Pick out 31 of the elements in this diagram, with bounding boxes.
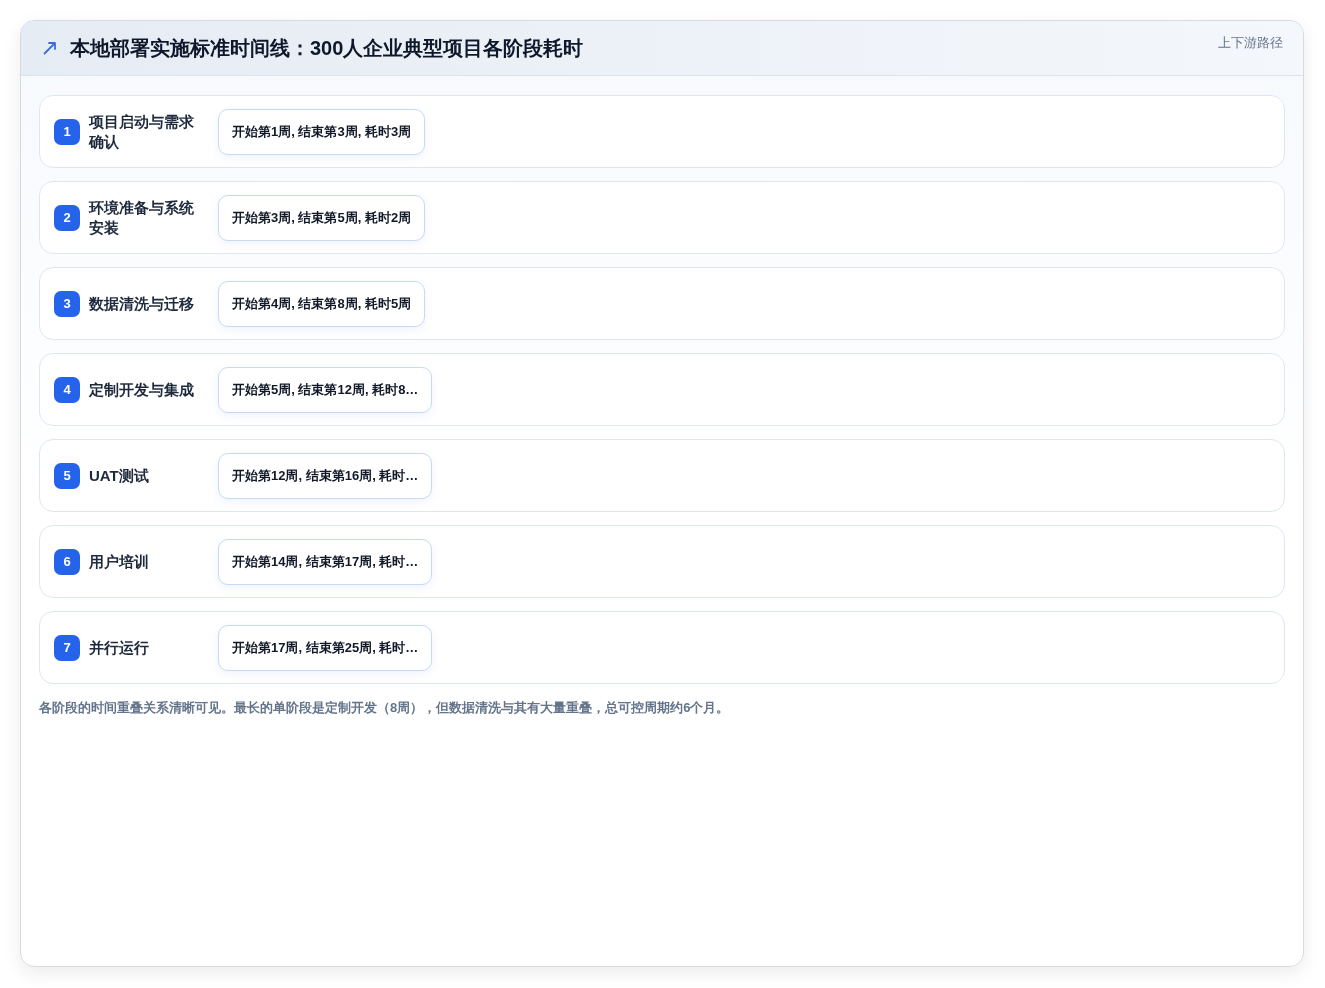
- step-number-badge: 3: [54, 290, 80, 317]
- header-note: 上下游路径: [1218, 36, 1283, 49]
- duration-tag: 开始第5周, 结束第12周, 耗时8…: [218, 366, 433, 413]
- step-number-badge: 2: [54, 204, 80, 231]
- duration-tag: 开始第3周, 结束第5周, 耗时2周: [218, 194, 426, 241]
- phase-row: [39, 353, 1285, 426]
- duration-tag: 开始第14周, 结束第17周, 耗时…: [218, 538, 433, 585]
- step-number-badge: 1: [54, 118, 80, 145]
- phase-name: 数据清洗与迁移: [89, 293, 195, 314]
- phase-name: 定制开发与集成: [89, 379, 195, 400]
- step-number-badge: 4: [54, 376, 80, 403]
- phase-name: 环境准备与系统安装: [89, 197, 195, 238]
- diagram-title: 本地部署实施标准时间线：300人企业典型项目各阶段耗时: [70, 38, 584, 58]
- duration-tag: 开始第17周, 结束第25周, 耗时…: [218, 624, 433, 671]
- step-number-badge: 6: [54, 548, 80, 575]
- step-number-badge: 7: [54, 634, 80, 661]
- phase-name: UAT测试: [89, 465, 150, 486]
- phase-name: 用户培训: [89, 551, 150, 572]
- phase-row: [39, 181, 1285, 254]
- phase-row: [39, 611, 1285, 684]
- duration-tag: 开始第4周, 结束第8周, 耗时5周: [218, 280, 426, 327]
- phase-row: [39, 439, 1285, 512]
- duration-tag: 开始第1周, 结束第3周, 耗时3周: [218, 108, 426, 155]
- phase-name: 并行运行: [89, 637, 150, 658]
- duration-tag: 开始第12周, 结束第16周, 耗时…: [218, 452, 433, 499]
- step-number-badge: 5: [54, 462, 80, 489]
- caption-text: 各阶段的时间重叠关系清晰可见。最长的单阶段是定制开发（8周），但数据清洗与其有大量重叠，总可控周期约6个月。: [39, 699, 731, 717]
- phase-name: 项目启动与需求确认: [89, 111, 195, 152]
- phase-row: [39, 95, 1285, 168]
- phase-row: [39, 267, 1285, 340]
- phase-row: [39, 525, 1285, 598]
